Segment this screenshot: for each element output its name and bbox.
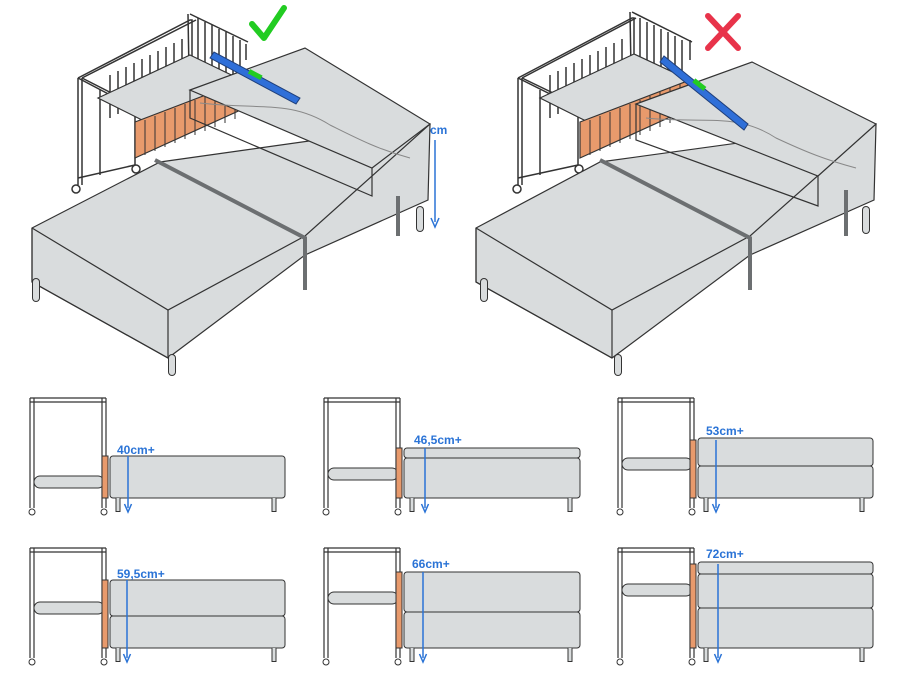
crib-mattress xyxy=(621,457,693,471)
height-label: 53cm+ xyxy=(706,424,744,438)
arrow-head xyxy=(420,503,430,514)
arrow-head xyxy=(711,503,721,514)
crib-side-rail xyxy=(101,579,109,649)
crib-mattress xyxy=(621,583,693,597)
mattress-layer xyxy=(697,607,874,649)
height-option: 72cm+ xyxy=(616,547,874,666)
mattress-layer xyxy=(697,573,874,609)
adult-bed xyxy=(31,47,432,376)
spirit-level-tool xyxy=(209,51,301,105)
crib-mattress xyxy=(327,591,399,605)
mattress-layer xyxy=(109,579,286,617)
crib-mattress xyxy=(33,475,105,489)
height-option: 46,5cm+ xyxy=(322,397,581,516)
height-label: 66cm+ xyxy=(412,557,450,571)
height-label: 72cm+ xyxy=(706,547,744,561)
crib-side-rail xyxy=(395,447,403,499)
arrow-head xyxy=(418,653,428,664)
crib-wheel xyxy=(71,184,81,194)
height-label: 59,5cm+ xyxy=(117,567,165,581)
height-label: 40cm+ xyxy=(117,443,155,457)
arrow-head xyxy=(430,217,440,229)
mattress-layer xyxy=(109,615,286,649)
adult-bed xyxy=(475,61,878,376)
scene-correct: cm xyxy=(31,5,447,376)
mattress-layer xyxy=(697,561,874,575)
mattress-layer xyxy=(403,611,581,649)
mattress-layer xyxy=(403,457,581,499)
height-option: 40cm+ xyxy=(28,397,286,516)
crib-side-rail xyxy=(395,571,403,649)
crib-side-rail xyxy=(101,455,109,499)
spirit-level-tool xyxy=(659,55,749,131)
crib-side-rail xyxy=(689,439,697,499)
checkmark-icon xyxy=(249,5,287,41)
scene-incorrect xyxy=(475,11,878,376)
height-option: 66cm+ xyxy=(322,547,581,666)
arrow-head xyxy=(122,653,132,664)
mattress-layer xyxy=(109,455,286,499)
crib-wheel xyxy=(512,184,522,194)
crib-mattress xyxy=(327,467,399,481)
mattress-layer xyxy=(697,465,874,499)
height-label: 46,5cm+ xyxy=(414,433,462,447)
unit-label: cm xyxy=(430,123,447,137)
mattress-layer xyxy=(403,571,581,613)
arrow-head xyxy=(123,503,133,514)
mattress-layer xyxy=(697,437,874,467)
mattress-layer xyxy=(403,447,581,459)
cross-icon xyxy=(705,13,741,51)
height-option: 59,5cm+ xyxy=(28,547,286,666)
height-option: 53cm+ xyxy=(616,397,874,516)
crib-wheel xyxy=(131,164,141,174)
arrow-head xyxy=(713,653,723,664)
crib-mattress xyxy=(33,601,105,615)
crib-side-rail xyxy=(689,563,697,649)
